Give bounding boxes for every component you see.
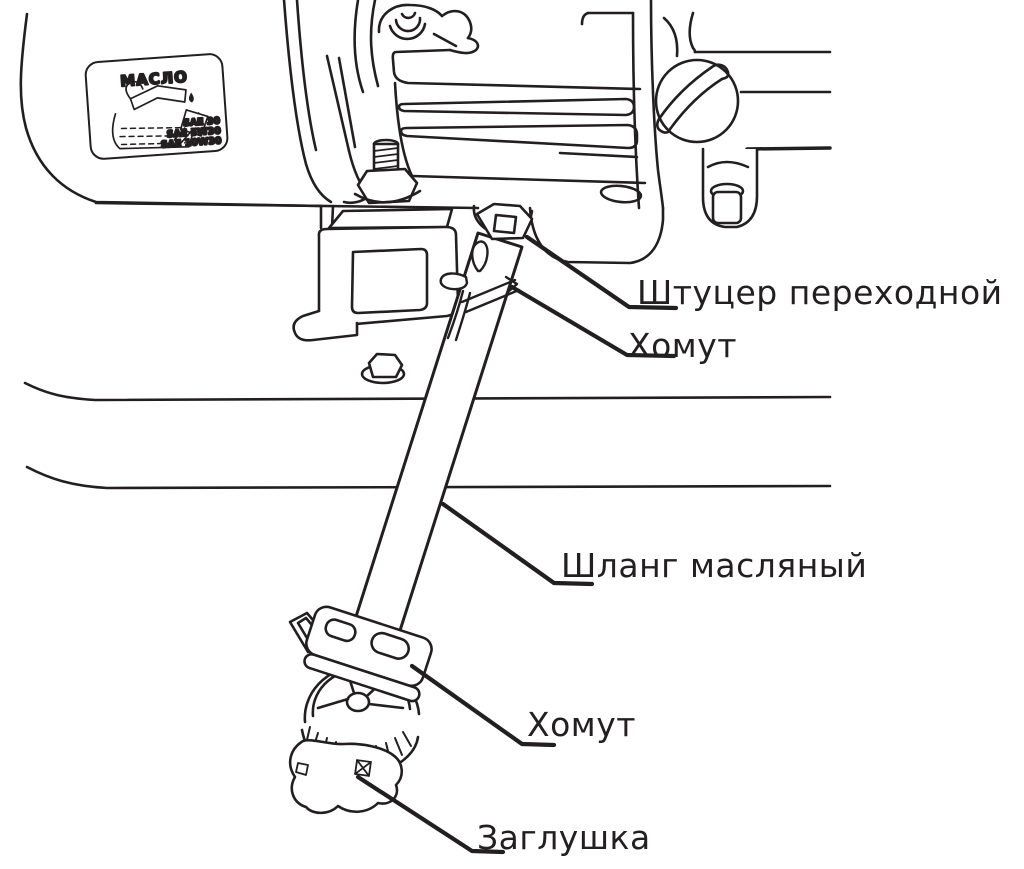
leader-clamp-top (509, 284, 677, 359)
deck-edge-upper (23, 381, 832, 402)
plug-drawing (288, 726, 420, 815)
sae-grade-1: SAE 30 (183, 116, 221, 130)
recoil-starter-boss (377, 3, 480, 55)
clamp-bottom-drawing (288, 605, 433, 703)
right-bolt-head (711, 190, 743, 225)
leader-oil-hose (440, 501, 595, 587)
bracket-nut (367, 352, 404, 379)
leader-clamp-bottom (409, 663, 557, 748)
deck-edge-lower (25, 465, 832, 490)
sae-grade-3: SAE 10W30 (160, 135, 222, 150)
leader-plug (355, 774, 506, 855)
label-adapter-fitting: Штуцер переходной (637, 273, 1003, 312)
mount-bracket (292, 204, 460, 385)
leader-adapter-fitting (524, 234, 679, 311)
label-oil-hose: Шланг масляный (561, 546, 867, 585)
shroud-ribs (282, 0, 380, 205)
label-clamp-bottom: Хомут (527, 705, 636, 744)
adapter-fitting-drawing (472, 202, 534, 241)
stud-bolt (353, 138, 422, 205)
leader-lines (355, 234, 679, 855)
shroud-outline (19, 12, 324, 208)
oil-sticker: МАСЛО SAE 30 SAE 5W30 SAE 10W30 (84, 53, 229, 160)
right-bracket (701, 147, 759, 229)
oil-sticker-frame (84, 53, 229, 160)
oil-pour-icon (111, 80, 209, 150)
engine-crankcase (94, 0, 832, 265)
label-plug: Заглушка (477, 818, 651, 857)
oil-sticker-title: МАСЛО (120, 68, 189, 91)
drain-cap (654, 58, 740, 144)
clamp-top-drawing (439, 240, 521, 342)
sae-grade-2: SAE 5W30 (166, 126, 221, 141)
label-clamp-top: Хомут (628, 326, 737, 365)
